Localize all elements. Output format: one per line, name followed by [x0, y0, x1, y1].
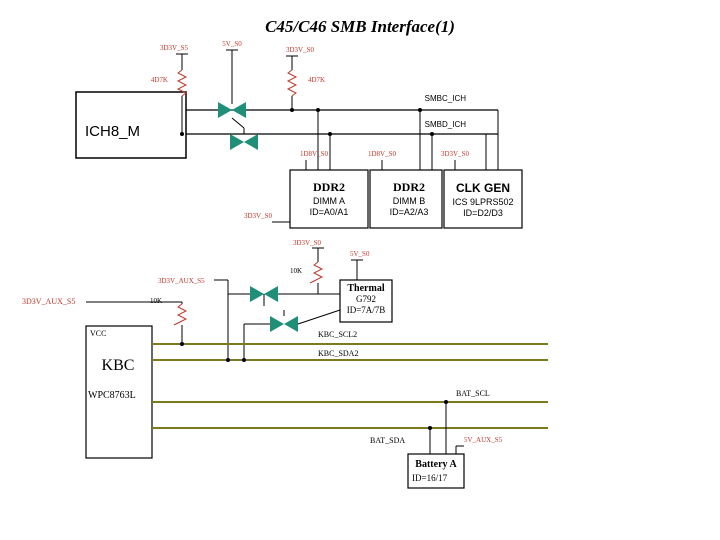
ich-label: ICH8_M: [85, 123, 140, 140]
kbc-part: WPC8763L: [88, 390, 136, 401]
pwr-1d8v-s0-b: 1D8V_S0: [368, 150, 397, 158]
battery-line1: ID=16/17: [412, 473, 448, 483]
pwr-3d3v-aux-s5-mid: 3D3V_AUX_S5: [158, 277, 205, 285]
pwr-3d3v-s0-therm: 3D3V_S0: [293, 239, 322, 247]
kbc-vcc: VCC: [90, 329, 106, 338]
resistor-kbc: [173, 303, 188, 326]
clk-gen-line1: ICS 9LPRS502: [452, 197, 513, 207]
dimm-b-block: [369, 169, 443, 229]
pwr-3d3v-s0-top: 3D3V_S0: [286, 46, 315, 54]
dimm-a-line1: DIMM A: [313, 196, 345, 206]
transistor-top-2: [230, 117, 258, 150]
battery-title: Battery A: [415, 459, 457, 470]
r-kbc-value: 10K: [150, 297, 162, 305]
pwr-3d3v-aux-s5-left: 3D3V_AUX_S5: [22, 297, 75, 306]
pwr-5v-aux-s5-bat: 5V_AUX_S5: [464, 436, 503, 444]
thermal-title: Thermal: [347, 283, 384, 294]
pwr-5v-s0-top: 5V_S0: [222, 40, 242, 48]
thermal-line2: ID=7A/7B: [347, 305, 386, 315]
r-left-value: 4D7K: [151, 76, 168, 84]
pwr-3d3v-s0-clk: 3D3V_S0: [441, 150, 470, 158]
dimm-b-line1: DIMM B: [393, 196, 426, 206]
bat-scl-label: BAT_SCL: [456, 389, 490, 398]
dimm-a-title: DDR2: [313, 180, 345, 194]
clk-gen-title: CLK GEN: [456, 181, 510, 195]
pwr-3d3v-s0-mid: 3D3V_S0: [244, 212, 273, 220]
thermal-block: [339, 279, 393, 323]
resistor-right: [286, 69, 298, 97]
transistor-top-1: [218, 100, 246, 118]
page-title: C45/C46 SMB Interface(1): [265, 17, 455, 36]
dimm-b-line2: ID=A2/A3: [390, 207, 429, 217]
kbc-title: KBC: [102, 357, 135, 374]
bat-sda-label: BAT_SDA: [370, 436, 405, 445]
smbd-ich-label: SMBD_ICH: [425, 120, 467, 129]
pwr-5v-s0-therm: 5V_S0: [350, 250, 370, 258]
clk-gen-line2: ID=D2/D3: [463, 208, 503, 218]
r-therm-value: 10K: [290, 267, 302, 275]
resistor-therm: [309, 261, 324, 284]
transistor-therm-1: [250, 286, 278, 302]
battery-block: [407, 453, 465, 489]
kbc-sda2-label: KBC_SDA2: [318, 349, 358, 358]
kbc-block: [85, 325, 153, 459]
smbc-ich-label: SMBC_ICH: [425, 94, 467, 103]
kbc-scl2-label: KBC_SCL2: [318, 330, 357, 339]
pwr-3d3v-s5-top: 3D3V_S5: [160, 44, 189, 52]
dimm-a-line2: ID=A0/A1: [310, 207, 349, 217]
dimm-b-title: DDR2: [393, 180, 425, 194]
pwr-1d8v-s0-a: 1D8V_S0: [300, 150, 329, 158]
dimm-a-block: [289, 169, 369, 229]
ich-block: [75, 91, 187, 159]
transistor-therm-2: [270, 316, 298, 332]
thermal-line1: G792: [356, 294, 376, 304]
resistor-left: [176, 69, 188, 97]
clk-gen-block: [443, 169, 523, 229]
r-right-value: 4D7K: [308, 76, 325, 84]
